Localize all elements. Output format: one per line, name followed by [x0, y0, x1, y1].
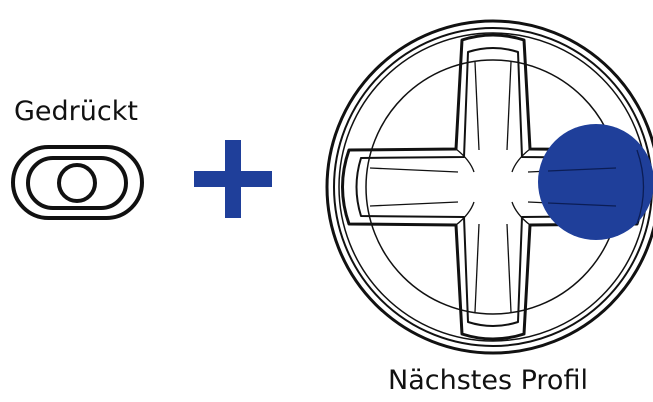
plus-icon	[194, 140, 272, 218]
pressed-label: Gedrückt	[14, 96, 138, 127]
dpad-right-highlight	[538, 124, 653, 240]
next-profile-label: Nächstes Profil	[388, 365, 588, 396]
profile-button-icon	[13, 147, 142, 218]
